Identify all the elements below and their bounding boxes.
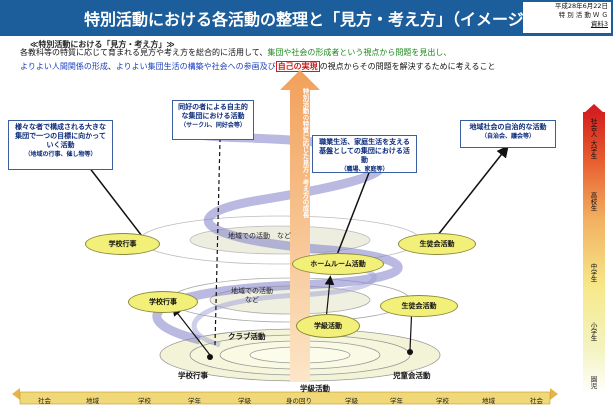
axis-label-class-left: 学級 — [238, 397, 251, 405]
label-children-council: 児童会活動 — [393, 371, 431, 380]
title-bar — [0, 0, 613, 36]
callout-voluntary-group: 同好の者による自主的な集団における活動 （サークル、同好会等） — [172, 100, 254, 140]
callout-community: 地域社会の自治的な活動 （自治会、議会等） — [460, 120, 556, 148]
callout-voluntary-sub: （サークル、同好会等） — [180, 122, 246, 129]
date-box: 平成28年6月22日 特 別 活 動 Ｗ Ｇ 資料3 — [523, 2, 611, 33]
callout-work-sub: （職場、家庭等） — [340, 166, 389, 173]
callout-community-sub: （自治会、議会等） — [480, 133, 535, 140]
stage-high-school: 高校生 — [589, 192, 597, 212]
arrow-to-community — [429, 145, 509, 246]
stage-bar — [583, 112, 605, 394]
axis-label-region-right: 地域 — [482, 397, 495, 405]
arrow-to-work-group — [334, 159, 376, 261]
axis-label-society-right: 社会 — [530, 397, 543, 405]
line1-text: 各教科等の特質に応じて育まれる見方や考え方を総合的に活用して、 — [20, 48, 268, 57]
axis-label-school-right: 学校 — [436, 397, 449, 405]
page-title: 特別活動における各活動の整理と「見方・考え方」（イメージ案） — [84, 10, 556, 29]
axis-label-grade-left: 学年 — [188, 397, 201, 405]
doc-label: 資料3 — [590, 20, 608, 28]
right-arrow-head — [583, 104, 605, 114]
axis-label-society-left: 社会 — [38, 397, 51, 405]
axis-label-class-right: 学級 — [345, 397, 358, 405]
stage-elementary: 小学生 — [589, 322, 597, 342]
oval-class-activity: 学級活動 — [296, 314, 360, 338]
bottom-axis-band — [19, 391, 551, 405]
oval-homeroom: ホームルーム活動 — [292, 253, 384, 275]
line2-sep: 、 — [107, 62, 116, 71]
dot-council — [407, 349, 413, 355]
line2-relations: よりよい人間関係の形成 — [20, 62, 108, 71]
oval-school-event-mid: 学校行事 — [128, 291, 198, 313]
label-local-activity-lower: 地域での活動など — [231, 287, 273, 304]
framework-line-1: 各教科等の特質に応じて育まれる見方や考え方を総合的に活用して、集団や社会の形成者… — [20, 47, 451, 58]
axis-label-region-left: 地域 — [86, 397, 99, 405]
line2-group-life: よりよい集団生活の構築や社会への参画及び — [115, 62, 276, 71]
callout-large-group-text: 様々な者で構成される大きな集団で一つの目標に向かっていく活動 — [15, 123, 106, 149]
oval-student-council-mid: 生徒会活動 — [380, 295, 458, 317]
oval-school-event-upper: 学校行事 — [85, 233, 160, 255]
callout-large-group-sub: （地域の行事、催し物等） — [24, 151, 97, 158]
center-growth-arrow — [280, 70, 320, 382]
label-club: クラブ活動 — [228, 332, 266, 341]
axis-label-school-left: 学校 — [138, 397, 151, 405]
arrow-event-up — [172, 306, 211, 356]
callout-work-group: 職業生活、家庭生活を支える基盤としての集団における活動 （職場、家庭等） — [312, 135, 417, 173]
oval-student-council-upper: 生徒会活動 — [398, 233, 476, 255]
date-text: 平成28年6月22日 — [554, 2, 608, 10]
center-arrow-label: 特別活動の特質に応じた見方・考え方の成長 — [301, 88, 309, 218]
axis-label-surroundings: 身の回り — [286, 397, 312, 405]
line1-highlight: 集団や社会の形成者という視点から問題を見出し、 — [267, 48, 452, 57]
org-text: 特 別 活 動 Ｗ Ｇ — [558, 11, 608, 19]
label-class-activity-low: 学級活動 — [300, 384, 330, 393]
arrow-to-voluntary-group — [214, 139, 221, 346]
axis-label-grade-right: 学年 — [390, 397, 403, 405]
stage-junior-high: 中学生 — [589, 263, 597, 283]
callout-large-group: 様々な者で構成される大きな集団で一つの目標に向かっていく活動 （地域の行事、催し… — [8, 120, 113, 170]
label-local-activity-upper: 地域での活動 など — [228, 232, 291, 240]
stage-kindergarten: 園児 — [589, 376, 597, 389]
framework-title: ≪特別活動における「見方・考え方」≫ — [30, 40, 175, 49]
callout-community-text: 地域社会の自治的な活動 — [469, 123, 547, 131]
callout-work-text: 職業生活、家庭生活を支える基盤としての集団における活動 — [319, 138, 410, 164]
line2-rest: の視点からその問題を解決するために考えること — [319, 62, 496, 71]
line2-self-realization: 自己の実現 — [275, 61, 320, 72]
label-school-event-low: 学校行事 — [178, 371, 208, 380]
dot-event — [207, 354, 213, 360]
callout-voluntary-text: 同好の者による自主的な集団における活動 — [178, 103, 248, 120]
stage-adult: 社会人 大学生 — [589, 118, 597, 160]
framework-line-2: よりよい人間関係の形成、よりよい集団生活の構築や社会への参画及び自己の実現の視点… — [20, 61, 495, 72]
